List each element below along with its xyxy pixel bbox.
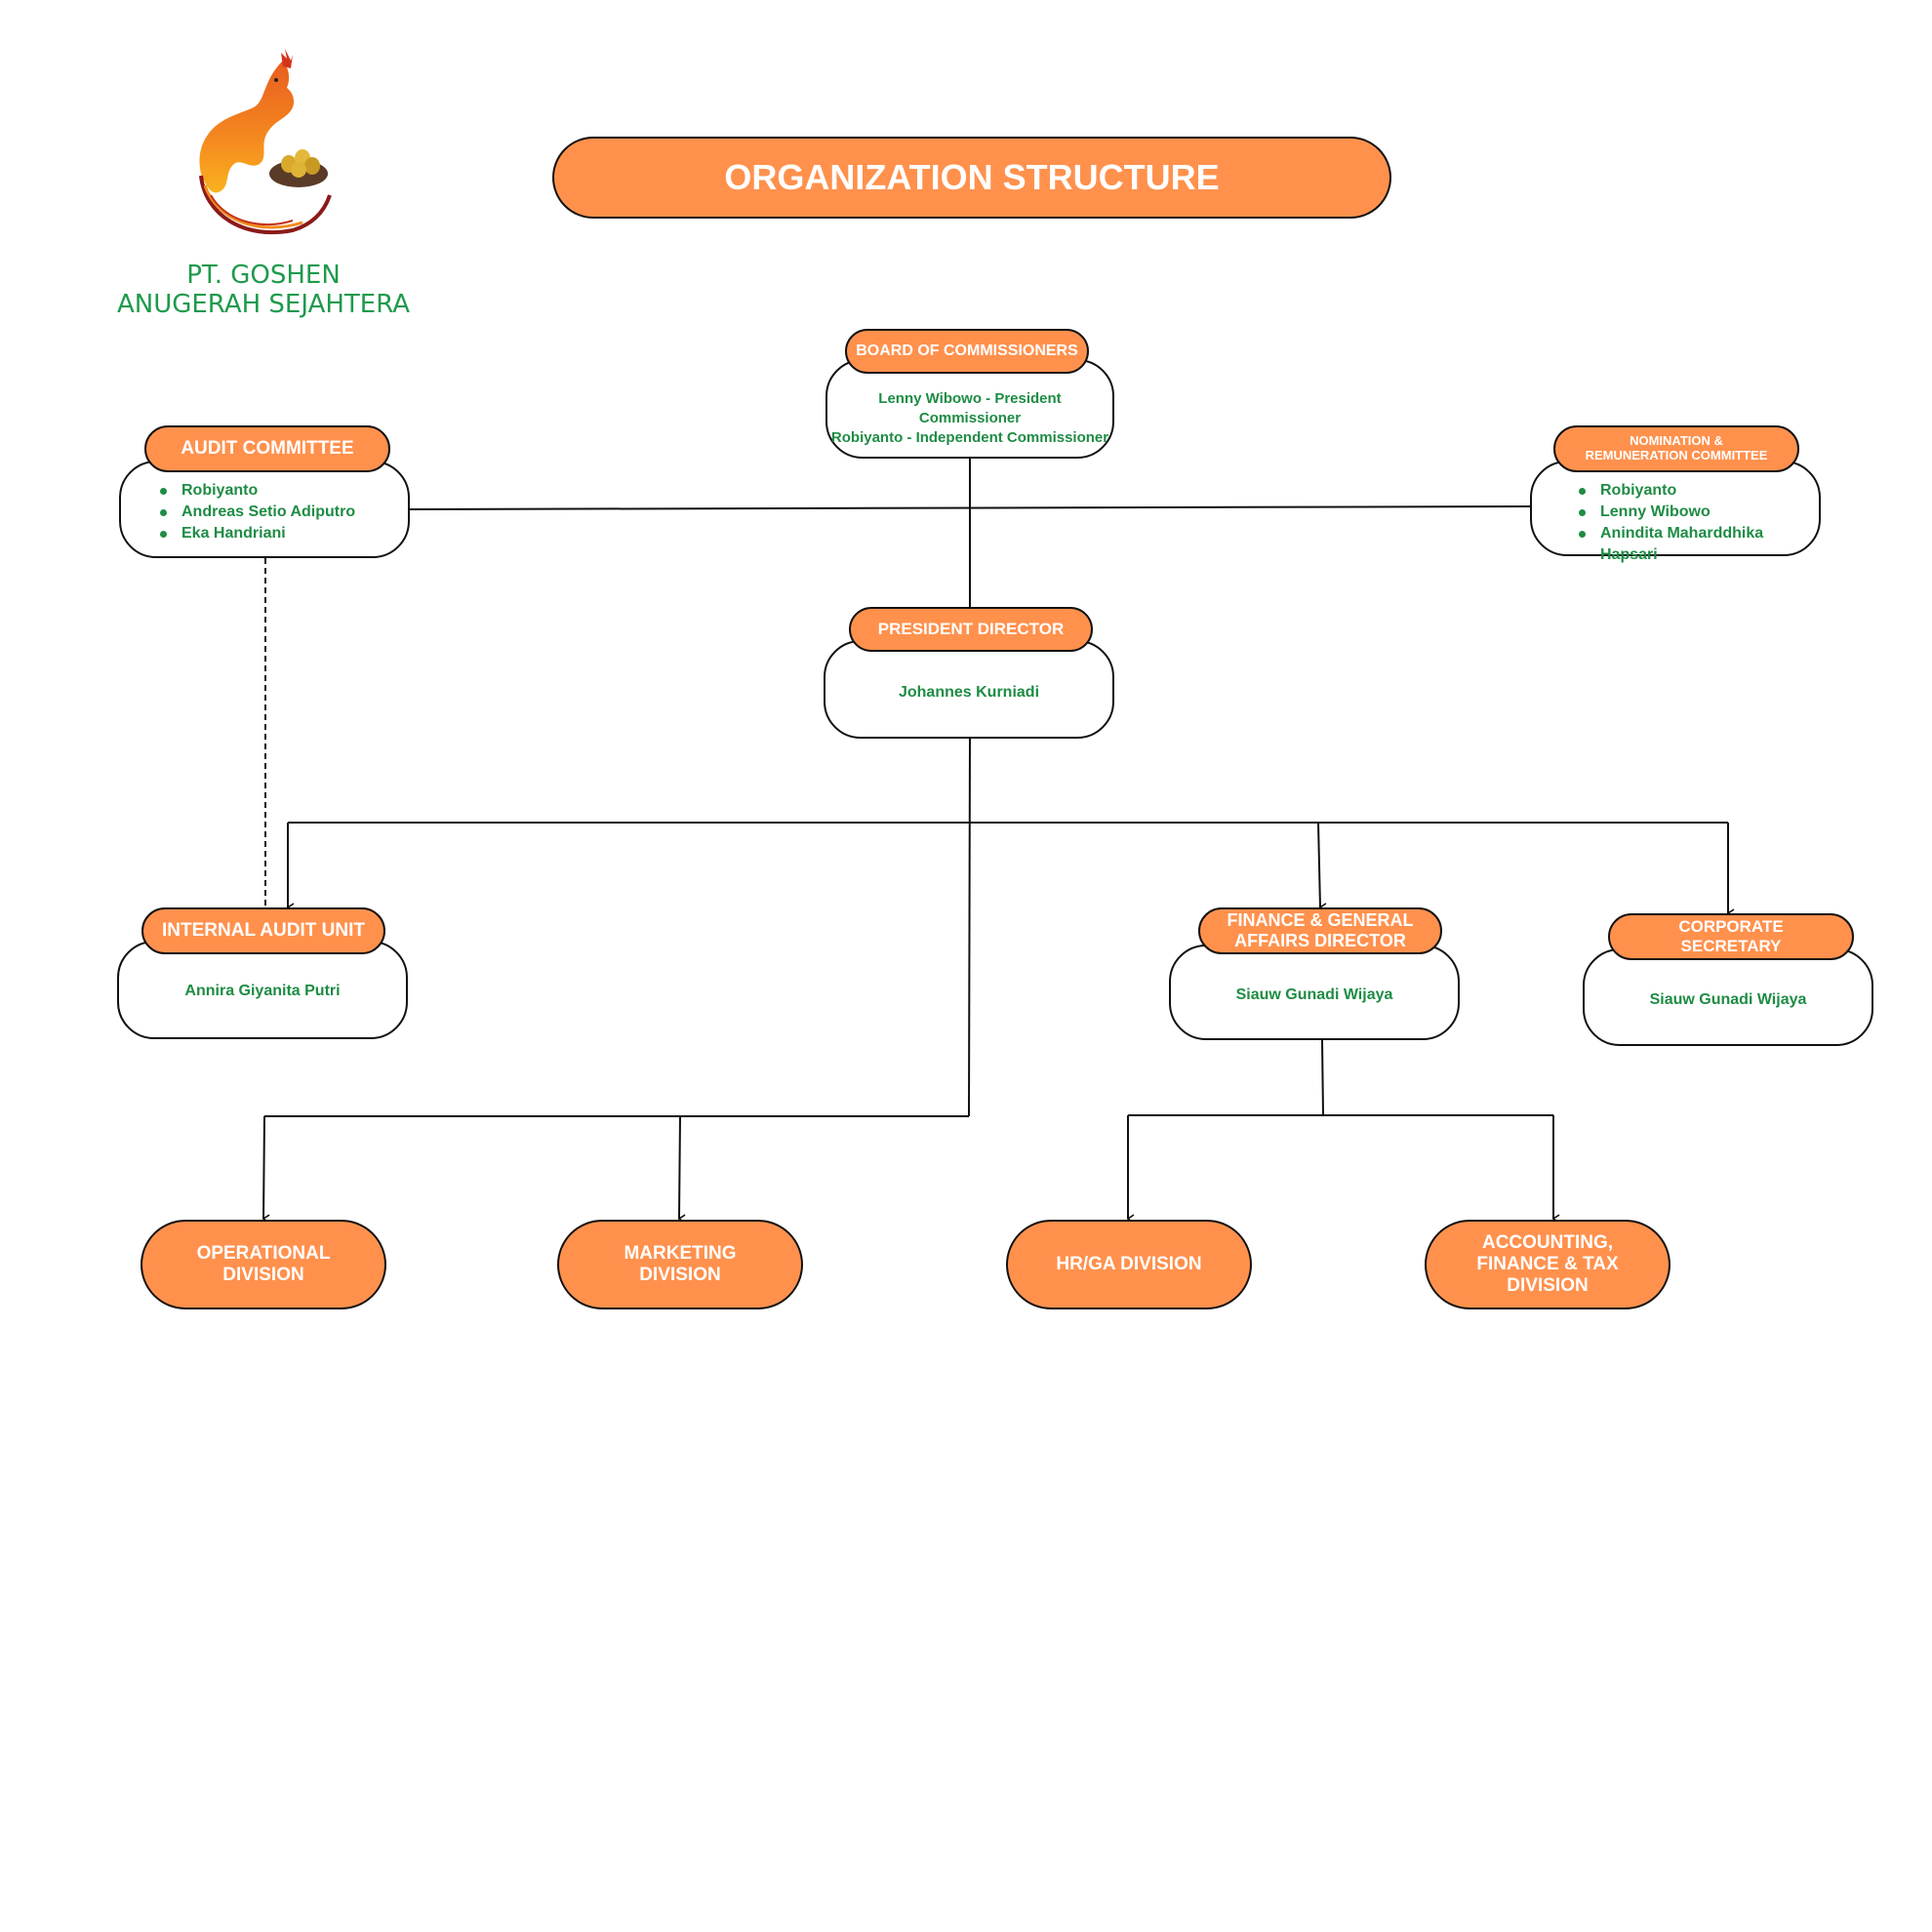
internal-audit-name: Annira Giyanita Putri [184, 982, 341, 999]
internal-audit-label: INTERNAL AUDIT UNIT [141, 907, 385, 954]
finance-label-line1: FINANCE & GENERAL [1227, 910, 1414, 931]
nomination-committee-label: NOMINATION & REMUNERATION COMMITTEE [1553, 425, 1799, 472]
to-operational-line [262, 1115, 270, 1224]
corporate-secretary-card: Siauw Gunadi Wijaya [1583, 948, 1873, 1046]
nomination-label-line1: NOMINATION & [1630, 433, 1723, 449]
rooster-logo-icon [199, 49, 332, 235]
operational-division: OPERATIONAL DIVISION [141, 1220, 386, 1309]
secretary-label-line1: CORPORATE [1678, 917, 1784, 937]
division-label: FINANCE & TAX [1476, 1254, 1619, 1275]
finance-trunk-line [1321, 1039, 1324, 1116]
president-director-card: Johannes Kurniadi [824, 640, 1114, 739]
page-title: ORGANIZATION STRUCTURE [552, 137, 1391, 219]
president-director-name: Johannes Kurniadi [898, 683, 1040, 701]
president-director-label: PRESIDENT DIRECTOR [849, 607, 1093, 652]
committees-link-line [409, 505, 1531, 510]
company-name-line2: ANUGERAH SEJAHTERA [116, 290, 411, 319]
company-name-line1: PT. GOSHEN [186, 261, 341, 290]
nomination-committee-member: Lenny Wibowo [1575, 502, 1819, 523]
finance-director-card: Siauw Gunadi Wijaya [1169, 945, 1460, 1040]
board-label: BOARD OF COMMISSIONERS [845, 329, 1089, 374]
board-card: Lenny Wibowo - President Commissioner Ro… [825, 359, 1114, 459]
corporate-secretary-label: CORPORATE SECRETARY [1608, 913, 1854, 960]
finance-label-line2: AFFAIRS DIRECTOR [1234, 931, 1406, 950]
nomination-committee-member: Anindita Maharddhika Hapsari [1575, 523, 1819, 566]
division-label: DIVISION [222, 1265, 304, 1285]
division-label: OPERATIONAL [196, 1243, 331, 1265]
president-trunk-line [968, 738, 971, 1117]
audit-committee-member: Andreas Setio Adiputro [156, 502, 408, 523]
board-member: Robiyanto - Independent Commissioner [830, 429, 1109, 446]
division-label: ACCOUNTING, [1481, 1232, 1614, 1254]
audit-committee-member: Eka Handriani [156, 523, 408, 544]
audit-committee-member: Robiyanto [156, 480, 408, 502]
division-label: DIVISION [639, 1265, 721, 1285]
corporate-secretary-name: Siauw Gunadi Wijaya [1649, 991, 1807, 1009]
division-label: DIVISION [1507, 1274, 1589, 1296]
finance-director-label: FINANCE & GENERAL AFFAIRS DIRECTOR [1198, 907, 1442, 954]
nomination-committee-member: Robiyanto [1575, 480, 1819, 502]
division-label: MARKETING [624, 1243, 737, 1265]
secretary-label-line2: SECRETARY [1680, 937, 1782, 955]
marketing-division: MARKETING DIVISION [557, 1220, 803, 1309]
internal-audit-card: Annira Giyanita Putri [117, 941, 408, 1039]
to-marketing-line [677, 1115, 686, 1224]
division-label: HR/GA DIVISION [1056, 1254, 1202, 1275]
board-member: Lenny Wibowo - President Commissioner [878, 390, 1062, 426]
audit-committee-label: AUDIT COMMITTEE [144, 425, 390, 472]
nomination-committee-card: Robiyanto Lenny Wibowo Anindita Maharddh… [1530, 461, 1821, 563]
accounting-division: ACCOUNTING, FINANCE & TAX DIVISION [1425, 1220, 1670, 1309]
company-logo [166, 49, 342, 254]
audit-committee-card: Robiyanto Andreas Setio Adiputro Eka Han… [119, 461, 410, 558]
nomination-label-line2: REMUNERATION COMMITTEE [1585, 448, 1768, 463]
finance-director-name: Siauw Gunadi Wijaya [1235, 986, 1393, 1004]
to-finance-director-line [1317, 822, 1327, 912]
hrga-division: HR/GA DIVISION [1006, 1220, 1252, 1309]
